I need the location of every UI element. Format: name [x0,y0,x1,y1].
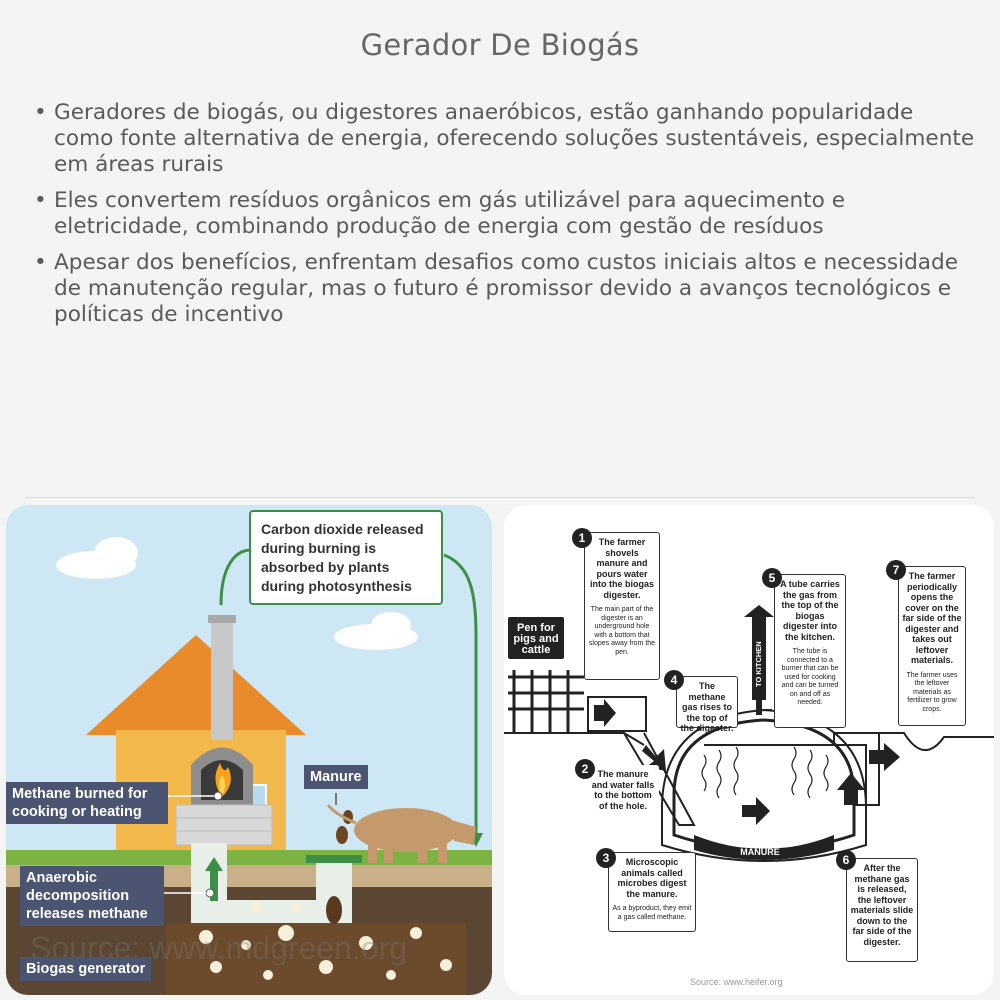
step-heading: The manure and water falls to the bottom… [591,769,655,811]
step-1: 1 The farmer shovels manure and pours wa… [572,528,660,680]
digester-cross-section-graphic [504,605,994,862]
page-title: Gerador De Biogás [360,28,640,62]
step-number: 6 [836,850,856,870]
step-heading: The methane gas rises to the top of the … [680,681,734,733]
cow-icon [326,804,476,863]
co2-callout: Carbon dioxide released during burning i… [249,510,443,605]
methane-label: Methane burned for cooking or heating [6,782,168,824]
bullet-item: Geradores de biogás, ou digestores anaer… [30,100,975,178]
step-heading: A tube carries the gas from the top of t… [780,579,840,642]
biogas-generator-label: Biogas generator [20,957,152,981]
step-number: 3 [596,848,616,868]
step-4: 4 The methane gas rises to the top of th… [664,670,738,733]
step-7: 7 The farmer periodically opens the cove… [886,560,966,726]
step-6: 6 After the methane gas is released, the… [836,850,918,962]
pen-label: Pen for pigs and cattle [508,617,564,659]
step-number: 7 [886,560,906,580]
step-heading: After the methane gas is released, the l… [850,863,914,947]
to-kitchen-label: TO KITCHEN [752,632,766,696]
step-5: 5 A tube carries the gas from the top of… [762,568,846,728]
bullet-list: Geradores de biogás, ou digestores anaer… [30,100,975,338]
step-detail: The farmer uses the leftover materials a… [906,671,958,713]
bullet-item: Eles convertem resíduos orgânicos em gás… [30,188,975,240]
step-heading: Microscopic animals called microbes dige… [617,857,687,899]
step-number: 1 [572,528,592,548]
manure-tank-label: MANURE [740,847,780,857]
divider [25,497,975,498]
step-heading: The farmer shovels manure and pours wate… [590,537,654,600]
fence-icon [508,670,584,733]
step-number: 2 [575,759,595,779]
step-detail: The main part of the digester is an unde… [588,606,656,656]
step-detail: As a byproduct, they emit a gas called m… [612,905,692,921]
bullet-item: Apesar dos benefícios, enfrentam desafio… [30,250,975,328]
step-heading: The farmer periodically opens the cover … [902,571,962,665]
cloud-icon [56,537,418,650]
manure-label: Manure [304,765,368,789]
step-2: 2 The manure and water falls to the bott… [575,759,659,819]
source-credit: Source: www.heifer.org [690,977,783,987]
anaerobic-label: Anaerobic decomposition releases methane [20,866,164,926]
step-detail: The tube is connected to a burner that c… [781,648,839,706]
step-3: 3 Microscopic animals called microbes di… [596,848,696,932]
step-number: 5 [762,568,782,588]
step-number: 4 [664,670,684,690]
